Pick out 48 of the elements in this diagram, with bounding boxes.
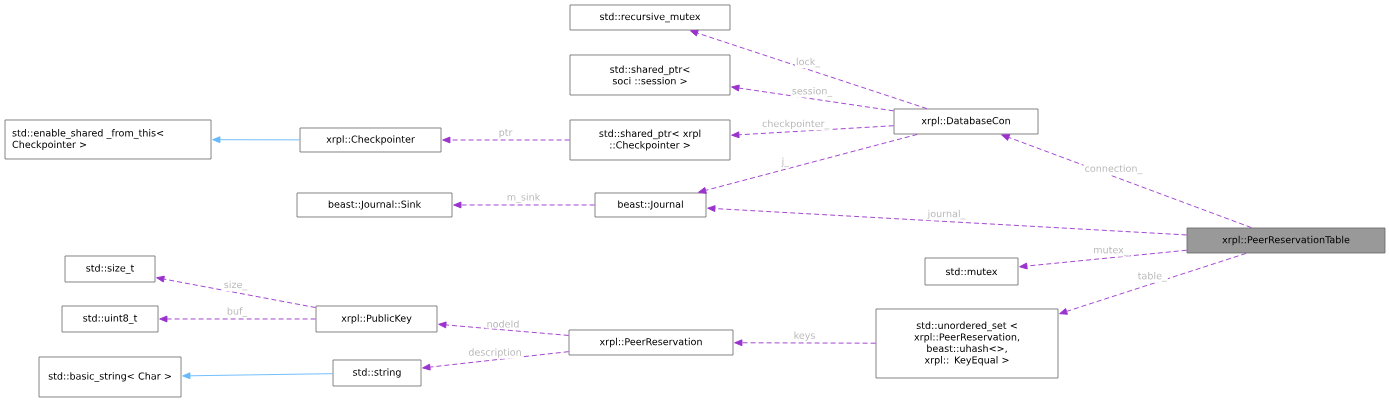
class-box: std::basic_string< Char > <box>38 356 182 398</box>
edge-label: checkpointer_ <box>761 118 831 131</box>
edge-label: lock_ <box>794 56 822 69</box>
class-box: std::recursive_mutex <box>569 4 731 31</box>
edge-label: mutex_ <box>1092 245 1130 257</box>
edge-label: description <box>467 347 523 359</box>
class-box: std::enable_shared _from_this< Checkpointer > <box>4 119 212 160</box>
class-box: beast::Journal <box>594 192 707 218</box>
arrow <box>159 315 317 323</box>
class-box: xrpl::PeerReservation <box>568 329 734 356</box>
arrow <box>707 205 1188 236</box>
arrow <box>731 84 895 112</box>
arrow <box>212 136 301 144</box>
class-box: xrpl::DatabaseCon <box>893 108 1039 135</box>
arrow <box>156 275 317 308</box>
class-box: std::unordered_set < xrpl::PeerReservation, beast::uhash<>, xrpl:: KeyEqual > <box>875 308 1059 379</box>
arrow <box>1001 134 1252 229</box>
edge-label: ptr <box>497 128 514 139</box>
arrow <box>1019 249 1188 270</box>
class-box: beast::Journal::Sink <box>296 192 453 218</box>
class-box: std::string <box>332 359 422 387</box>
arrow <box>442 136 571 144</box>
class-box: xrpl::PeerReservationTable <box>1186 227 1386 254</box>
edge-label: buf_ <box>225 306 249 318</box>
edge-label: nodeId <box>485 319 521 329</box>
class-box: std::shared_ptr< xrpl ::Checkpointer > <box>569 119 731 161</box>
edge-label: table_ <box>1136 270 1168 283</box>
class-box: std::size_t <box>64 255 156 283</box>
edge-label: connection_ <box>1083 163 1144 176</box>
arrow <box>689 29 928 110</box>
class-box: std::shared_ptr< soci ::session > <box>569 54 731 96</box>
arrow <box>698 133 918 194</box>
class-box: std::uint8_t <box>61 305 159 333</box>
arrow <box>1059 252 1247 315</box>
class-box: xrpl::Checkpointer <box>299 127 442 153</box>
edge-label: keys <box>792 330 817 342</box>
class-box: std::mutex <box>924 257 1019 286</box>
arrow <box>734 339 877 347</box>
arrow <box>731 125 895 139</box>
edge-label: session_ <box>790 86 834 98</box>
class-box: xrpl::PublicKey <box>315 305 438 333</box>
arrow <box>182 372 334 380</box>
arrow <box>453 201 596 209</box>
edge-label: size_ <box>222 279 249 292</box>
arrow <box>422 351 570 371</box>
edge-label: m_sink <box>505 192 542 204</box>
edge-label: journal_ <box>926 208 967 221</box>
arrow <box>438 321 570 336</box>
